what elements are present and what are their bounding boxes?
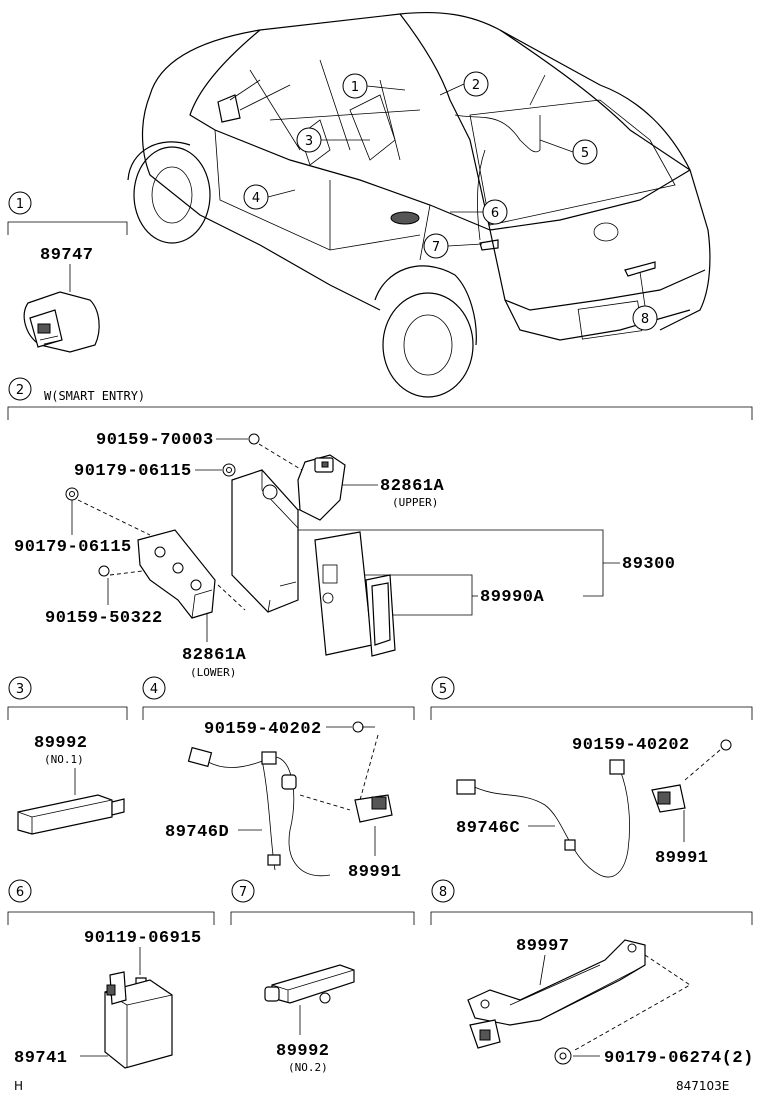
callout-7: 7 [432,240,440,255]
label-upper: (UPPER) [392,496,438,509]
callout-2: 2 [472,78,480,93]
callout-8: 8 [641,312,649,327]
section-2: 2 W(SMART ENTRY) 90159-70003 90179-06115… [7,377,753,679]
part-89992-no1: 89992 [34,734,88,753]
section-7-number: 7 [239,885,247,900]
label-no2: (NO.2) [288,1061,328,1074]
section-5: 5 90159-40202 89746C 89991 [430,676,753,878]
part-89991-s5: 89991 [655,849,709,868]
section-8-number: 8 [439,885,447,900]
callout-3: 3 [305,134,313,149]
part-82861A-upper: 82861A [380,477,445,496]
part-89997: 89997 [516,937,570,956]
car-illustration [127,11,711,398]
car-callouts: 1 2 3 4 5 6 7 8 [243,71,658,331]
callout-1: 1 [351,80,359,95]
part-90159-50322: 90159-50322 [45,609,163,628]
section-5-number: 5 [439,682,447,697]
part-90159-70003: 90159-70003 [96,431,214,450]
section-1-number: 1 [16,197,24,212]
part-89746D: 89746D [165,823,229,842]
section-3-number: 3 [16,682,24,697]
part-90159-40202-s5: 90159-40202 [572,736,690,755]
footer-right: 847103E [676,1079,729,1093]
part-90159-40202-s4: 90159-40202 [204,720,322,739]
section-8: 8 89997 90179-06274(2) [430,879,754,1068]
part-89747: 89747 [40,246,94,265]
section-4-number: 4 [150,682,158,697]
part-90179-06274: 90179-06274(2) [604,1049,754,1068]
part-89992-no2: 89992 [276,1042,330,1061]
part-90119-06915: 90119-06915 [84,929,202,948]
part-82861A-lower: 82861A [182,646,247,665]
section-1: 1 89747 [7,191,128,353]
callout-5: 5 [581,146,589,161]
section-3: 3 89992 (NO.1) [7,676,128,835]
section-6: 6 90119-06915 89741 [7,879,215,1069]
callout-6: 6 [491,206,499,221]
section-6-number: 6 [16,885,24,900]
part-89300: 89300 [622,555,676,574]
part-90179-06115-upper: 90179-06115 [74,462,192,481]
part-90179-06115-lower: 90179-06115 [14,538,132,557]
section-7: 7 89992 (NO.2) [230,879,415,1074]
part-89741: 89741 [14,1049,68,1068]
callout-4: 4 [252,191,260,206]
section-2-title: W(SMART ENTRY) [44,389,145,403]
part-89990A: 89990A [480,588,545,607]
section-2-number: 2 [16,383,24,398]
part-89991-s4: 89991 [348,863,402,882]
label-no1: (NO.1) [44,753,84,766]
label-lower: (LOWER) [190,666,236,679]
footer-left: H [14,1079,23,1093]
part-89746C: 89746C [456,819,520,838]
section-4: 4 90159-40202 89746D 89991 [142,676,415,882]
